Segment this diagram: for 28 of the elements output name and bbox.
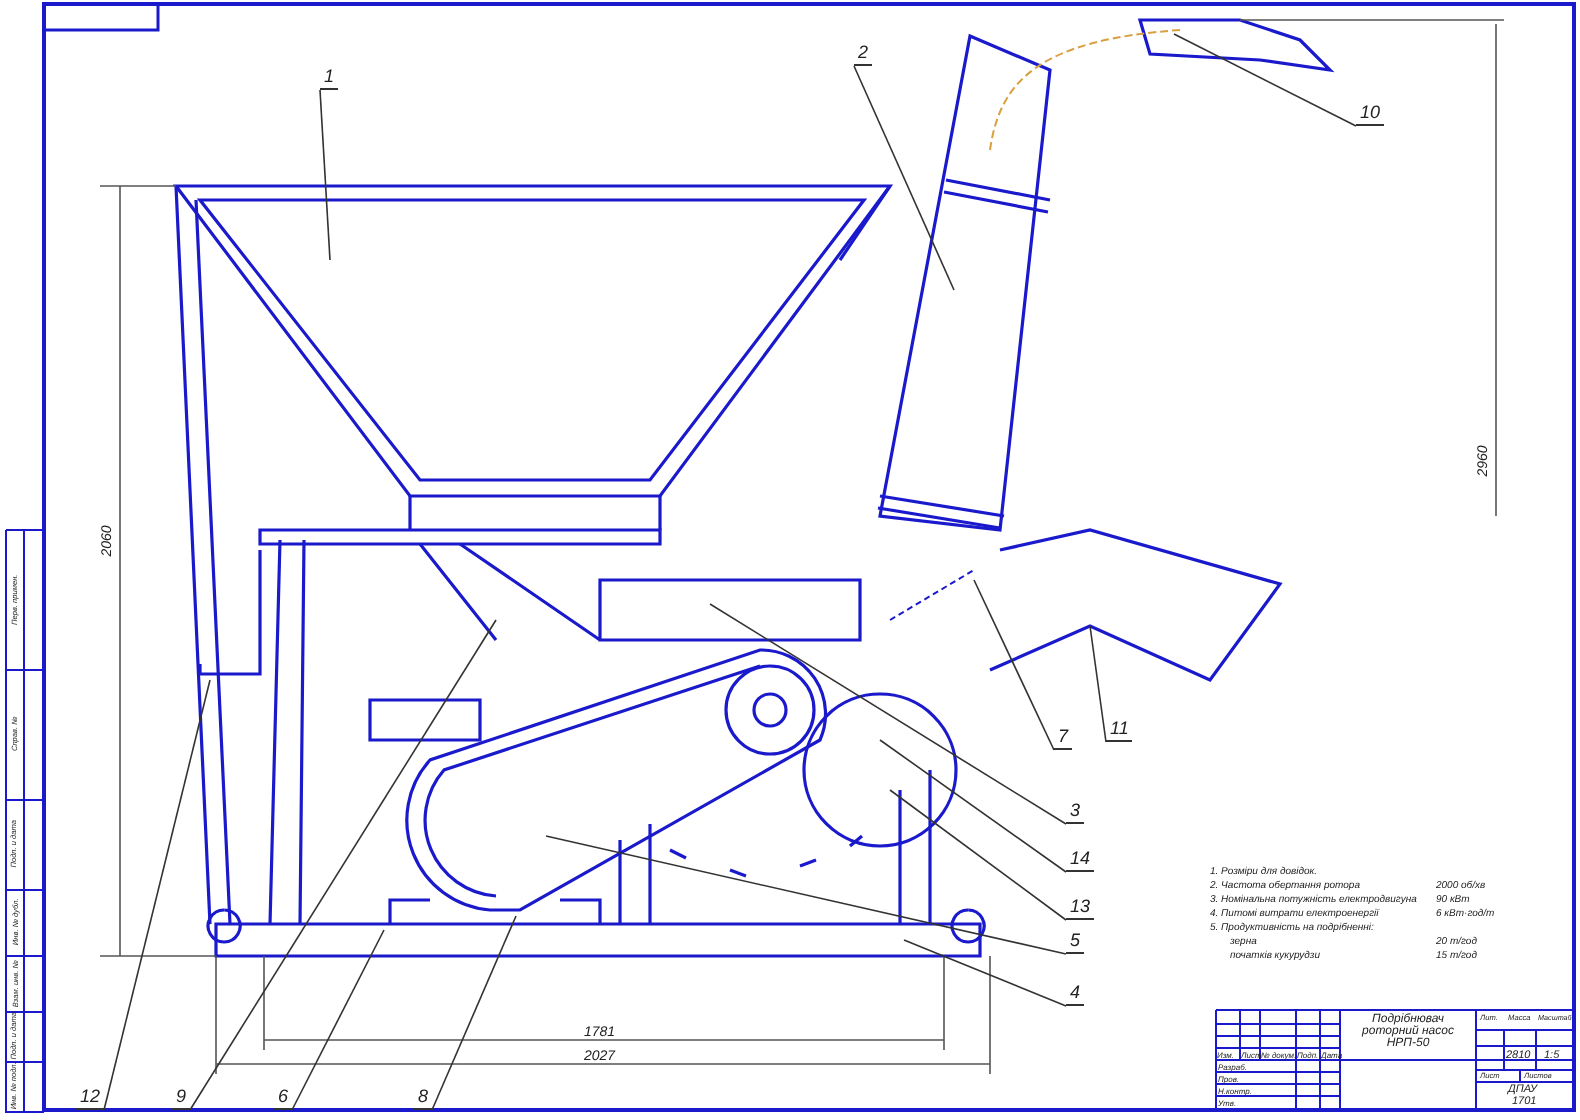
callout-number: 8 — [414, 1088, 433, 1110]
leader-line — [545, 835, 1067, 955]
callout-number: 6 — [274, 1088, 293, 1110]
leader-line — [189, 619, 497, 1111]
callout-number: 1 — [320, 68, 339, 90]
callout-number: 7 — [1054, 728, 1073, 750]
leader-line — [853, 65, 955, 291]
leader-line — [291, 929, 385, 1111]
leader-line — [973, 579, 1055, 751]
callout-number: 12 — [76, 1088, 105, 1110]
callout-number: 14 — [1066, 850, 1095, 872]
leader-line — [709, 603, 1067, 825]
leader-line — [1173, 33, 1357, 127]
callout-number: 11 — [1106, 720, 1133, 742]
callout-number: 9 — [172, 1088, 191, 1110]
callout-number: 2 — [854, 44, 873, 66]
leader-line — [889, 789, 1067, 921]
leader-line — [903, 939, 1067, 1007]
leader-line — [1089, 625, 1107, 743]
callout-number: 4 — [1066, 984, 1085, 1006]
leader-line — [319, 89, 331, 261]
callout-number: 13 — [1066, 898, 1095, 920]
leader-line — [103, 679, 211, 1111]
callout-number: 3 — [1066, 802, 1085, 824]
callout-number: 10 — [1356, 104, 1385, 126]
callout-number: 5 — [1066, 932, 1085, 954]
leader-line — [879, 739, 1067, 873]
leader-line — [431, 915, 517, 1111]
